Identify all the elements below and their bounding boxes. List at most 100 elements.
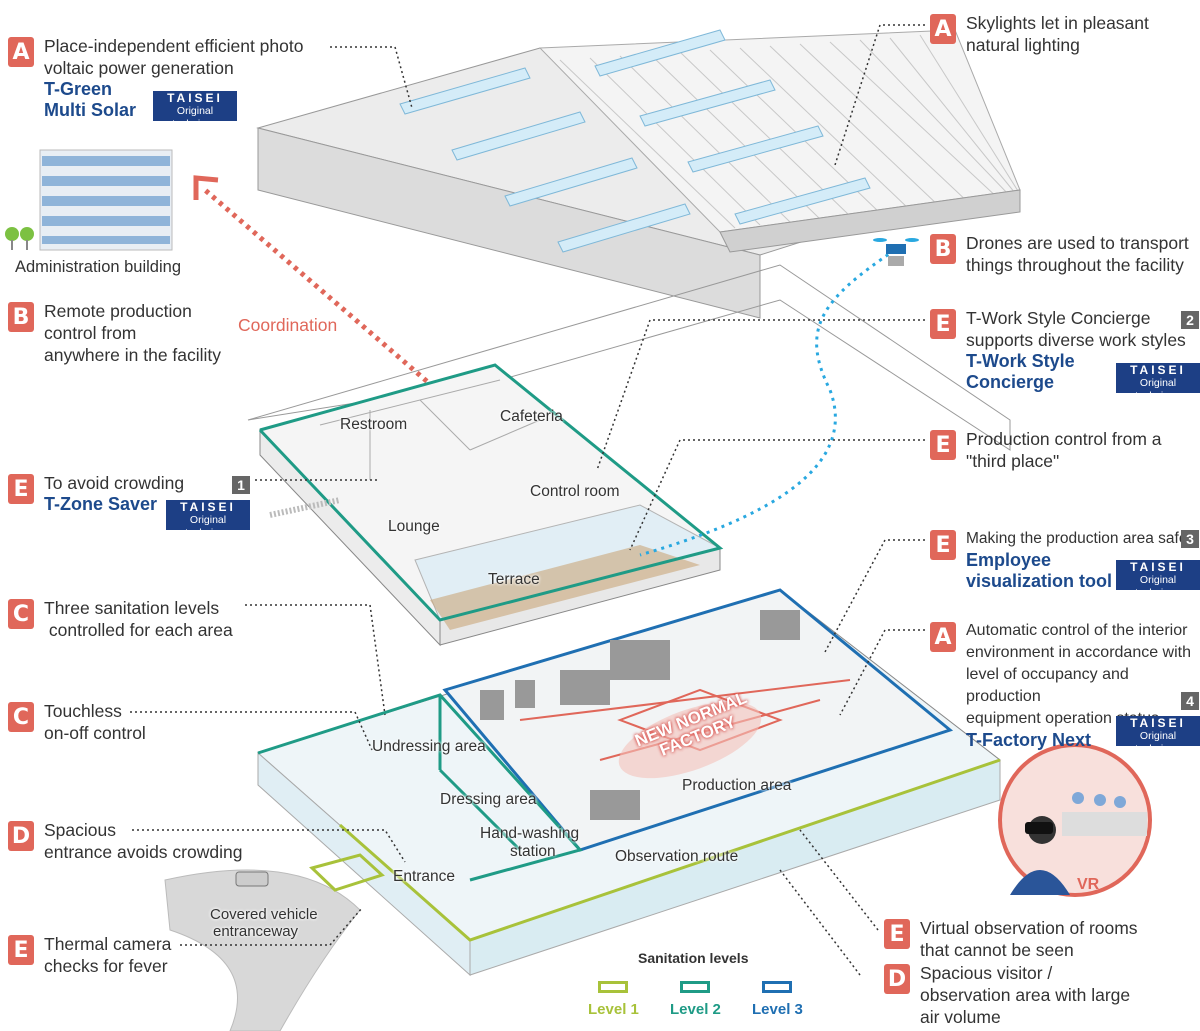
legend-swatch-level-3 [762, 981, 792, 993]
callout-text: supports diverse work styles [966, 330, 1186, 350]
callout-text: "third place" [966, 451, 1060, 471]
room-label-terrace: Terrace [488, 571, 540, 588]
callout-text: voltaic power generation [44, 58, 234, 78]
callout-text: natural lighting [966, 35, 1080, 55]
callout-text: Automatic control of the interior [966, 622, 1188, 639]
room-label-dressing: Dressing area [440, 791, 537, 808]
callout-text: things throughout the facility [966, 255, 1184, 275]
brand-name: T-Zone Saver [44, 494, 158, 514]
callout-drones: B Drones are used to transport things th… [930, 232, 1189, 276]
category-badge: E [930, 430, 956, 460]
room-label-restroom: Restroom [340, 416, 408, 433]
category-badge: B [930, 234, 956, 264]
category-badge: E [930, 530, 956, 560]
callout-automatic: A Automatic control of the interior envi… [930, 620, 1200, 751]
callout-text: environment in accordance with [966, 644, 1192, 661]
callout-text: checks for fever [44, 956, 168, 976]
second-floor [247, 264, 1011, 647]
category-badge: D [8, 821, 34, 851]
callout-safer: E Making the production area safer Emplo… [930, 528, 1193, 592]
brand-name: T-Work Style [966, 351, 1075, 371]
coordination-label: Coordination [238, 315, 338, 335]
number-badge: 2 [1181, 311, 1199, 329]
callout-solar: A Place-independent efficient photo volt… [8, 35, 303, 121]
callout-text: Production control from a [966, 429, 1162, 449]
legend-swatch-level-2 [680, 981, 710, 993]
callout-text: observation area with large [920, 985, 1131, 1005]
callout-text: Remote production [44, 301, 192, 321]
callout-text: T-Work Style Concierge [966, 308, 1151, 328]
callout-text: Place-independent efficient photo [44, 36, 304, 56]
brand-name: Multi Solar [44, 100, 137, 120]
ground-floor [257, 588, 1002, 977]
category-badge: C [8, 599, 34, 629]
number-badge: 3 [1181, 530, 1199, 548]
callout-text: on-off control [44, 723, 146, 743]
category-badge: E [8, 935, 34, 965]
brand-name: Concierge [966, 372, 1055, 392]
callout-text: Thermal camera [44, 934, 172, 954]
callout-text: To avoid crowding [44, 473, 185, 493]
legend-label: Level 2 [670, 1001, 721, 1018]
roof [256, 29, 1021, 319]
room-label-undressing: Undressing area [372, 738, 486, 755]
callout-text: Three sanitation levels [44, 598, 220, 618]
brand-name: T-Green [44, 79, 113, 99]
brand-name: visualization tool [966, 571, 1113, 591]
callout-workstyle: E T-Work Style Concierge supports divers… [930, 307, 1186, 393]
callout-text: air volume [920, 1007, 1001, 1027]
drone-icon [873, 238, 919, 266]
callout-entrance: D Spacious entrance avoids crowding [8, 819, 242, 863]
category-badge: E [884, 919, 910, 949]
callout-third-place: E Production control from a "third place… [930, 428, 1162, 472]
callout-text: Skylights let in pleasant [966, 13, 1149, 33]
room-label-entrance: Entrance [393, 868, 456, 885]
callout-crowding: E To avoid crowding T-Zone Saver [8, 472, 184, 515]
room-label-handwashing: Hand-washing [480, 825, 580, 842]
callout-thermal: E Thermal camera checks for fever [8, 933, 171, 977]
category-badge: A [8, 37, 34, 67]
vr-illustration [998, 743, 1152, 897]
callout-text: Making the production area safer [966, 530, 1193, 547]
callout-text: equipment operation status [966, 710, 1160, 727]
room-label-control-room: Control room [530, 483, 620, 500]
callout-remote: B Remote production control from anywher… [8, 300, 221, 366]
admin-building-label: Administration building [15, 258, 182, 276]
room-label-covered: Covered vehicle [210, 906, 318, 923]
vr-label: VR [1077, 876, 1100, 893]
category-badge: A [930, 14, 956, 44]
callout-sanitation: C Three sanitation levels controlled for… [8, 597, 233, 641]
callout-text: Spacious [44, 820, 116, 840]
legend-label: Level 1 [588, 1001, 639, 1018]
room-label-covered: entranceway [213, 923, 299, 940]
room-label-cafeteria: Cafeteria [500, 408, 563, 425]
callout-visitor: D Spacious visitor / observation area wi… [884, 962, 1130, 1028]
category-badge: C [8, 702, 34, 732]
callout-text: anywhere in the facility [44, 345, 222, 365]
callout-text: Spacious visitor / [920, 963, 1053, 983]
callout-skylights: A Skylights let in pleasant natural ligh… [930, 12, 1149, 56]
brand-name: T-Factory Next [966, 730, 1092, 750]
callout-text: that cannot be seen [920, 940, 1074, 960]
callout-text: level of occupancy and production [966, 666, 1129, 705]
callout-text: control from [44, 323, 137, 343]
callout-text: controlled for each area [44, 620, 233, 640]
administration-building-icon [5, 149, 173, 251]
room-label-handwashing: station [510, 843, 556, 860]
leader-lines [130, 24, 925, 976]
number-badge: 4 [1181, 692, 1199, 710]
callout-text: Drones are used to transport [966, 233, 1189, 253]
category-badge: B [8, 302, 34, 332]
callout-virtual: E Virtual observation of rooms that cann… [884, 917, 1138, 961]
legend-label: Level 3 [752, 1001, 803, 1018]
callout-touchless: C Touchless on-off control [8, 700, 146, 744]
category-badge: D [884, 964, 910, 994]
legend-swatch-level-1 [598, 981, 628, 993]
category-badge: A [930, 622, 956, 652]
